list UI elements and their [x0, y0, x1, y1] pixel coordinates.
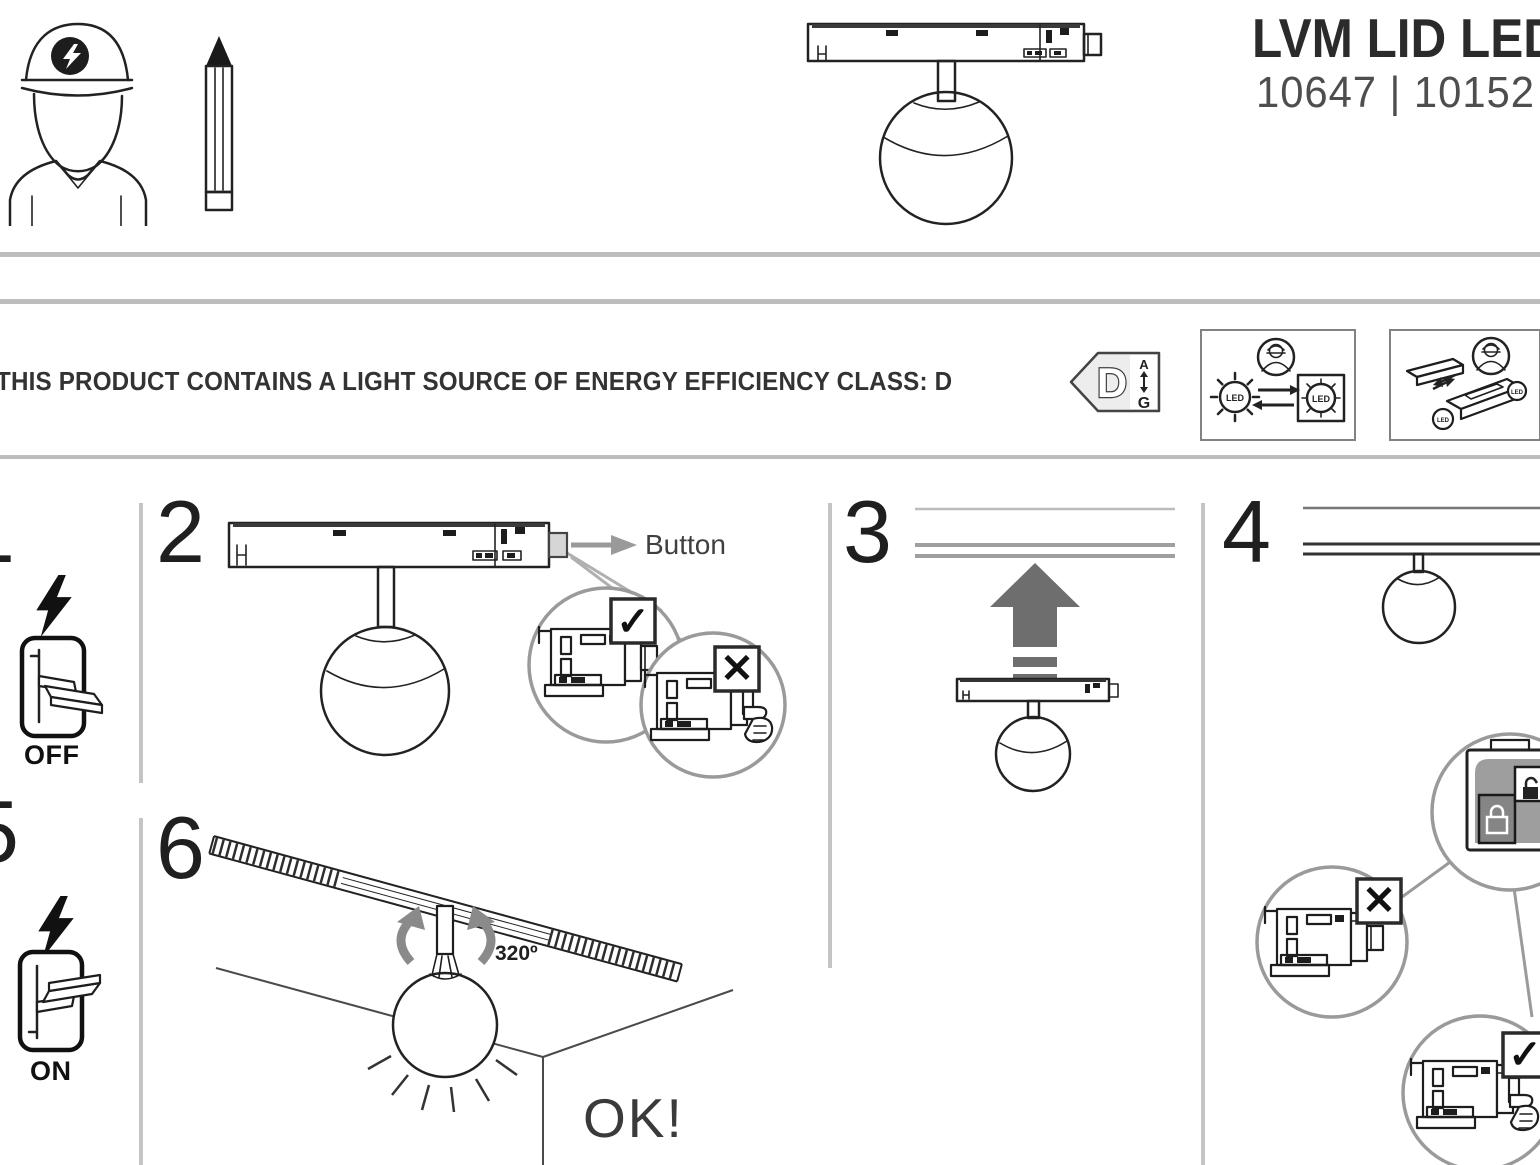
pencil-icon: [204, 36, 234, 212]
product-title: LVM LID LED: [1252, 7, 1540, 69]
on-label: ON: [30, 1056, 72, 1086]
button-label: Button: [645, 529, 726, 560]
led-replace-icon: LED LED: [1209, 337, 1346, 423]
step2-diagram: Button ✓ ✕: [227, 521, 787, 779]
power-on-switch-icon: [17, 949, 102, 1053]
divider-top-1: [0, 252, 1540, 257]
step4-diagram: ✕ ✓: [1255, 506, 1540, 1165]
led-label: LED: [1511, 390, 1524, 396]
led-label: LED: [1437, 418, 1450, 424]
divider-col2: [828, 503, 832, 968]
worker-icon: [8, 22, 148, 226]
led-label: LED: [1312, 394, 1331, 404]
divider-col1-row2: [139, 818, 143, 1165]
led-label: LED: [1226, 393, 1245, 403]
step-5-number: 5: [0, 788, 19, 876]
energy-class-letter: D: [1097, 359, 1127, 406]
rotation-angle-label: 320º: [495, 942, 538, 965]
energy-scale-top: A: [1139, 357, 1149, 372]
ceiling-track: [208, 835, 683, 983]
check-mark: ✓: [616, 600, 650, 644]
driver-replace-icon: LED LED: [1405, 336, 1528, 431]
divider-energy-bottom: [0, 455, 1540, 459]
step6-diagram: 320º: [208, 835, 734, 1165]
divider-top-2: [0, 299, 1540, 304]
cross-mark: ✕: [1362, 879, 1396, 923]
ok-label: OK!: [583, 1087, 684, 1149]
step-1-number: 1: [0, 488, 15, 576]
divider-col3: [1201, 503, 1205, 1165]
check-mark: ✓: [1508, 1033, 1540, 1077]
cross-mark: ✕: [720, 647, 754, 691]
step-3-number: 3: [843, 482, 892, 581]
open-padlock-icon: [1523, 787, 1538, 799]
closed-padlock-icon: [1485, 815, 1509, 835]
step-4-number: 4: [1222, 482, 1271, 581]
button-nub: [547, 531, 569, 559]
step3-diagram: [915, 507, 1175, 793]
step-2-number: 2: [156, 482, 205, 581]
energy-scale-bottom: G: [1138, 395, 1150, 412]
lightning-icon: [38, 896, 74, 958]
product-drawing: [806, 22, 1103, 226]
driver-replace-box: LED LED: [1389, 329, 1540, 441]
led-replace-box: LED LED: [1200, 329, 1356, 441]
lightning-icon: [36, 575, 72, 637]
divider-col1-row1: [139, 503, 143, 783]
off-label: OFF: [24, 740, 80, 770]
step-6-number: 6: [156, 798, 205, 897]
energy-class-arrow-icon: D A G: [1069, 351, 1161, 413]
power-off-switch-icon: [19, 635, 104, 739]
energy-statement: THIS PRODUCT CONTAINS A LIGHT SOURCE OF …: [0, 366, 953, 396]
insert-up-arrow: [990, 563, 1080, 647]
product-codes: 10647 | 10152: [1256, 68, 1535, 117]
